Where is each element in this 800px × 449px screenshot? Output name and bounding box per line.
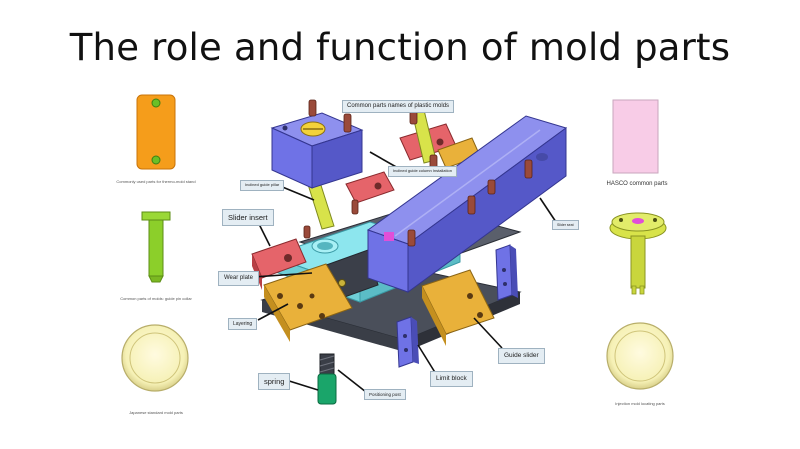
callout-slider-insert: Slider insert: [222, 209, 274, 226]
callout-right-small: Slider seat: [552, 220, 579, 231]
callout-inclined-guide-pillar: Inclined guide pillar: [240, 180, 285, 191]
callout-lines: [252, 151, 557, 393]
locating-ring-part-image: [609, 212, 667, 295]
guide-pillar-part-image: [141, 211, 171, 283]
caption-spring-part: Japanese standard mold parts: [129, 410, 183, 415]
page-title: The role and function of mold parts: [69, 26, 731, 69]
caption-guide-pillar-part: Common parts of molds: guide pin collar: [120, 296, 192, 301]
mold-assembly: [251, 99, 568, 405]
callout-inclined-guide-installation: Inclined guide column Installation: [388, 166, 457, 177]
caption-wear-plate-part: Commonly used parts for thermo-mold stan…: [116, 179, 196, 184]
callout-spring: spring: [258, 373, 291, 390]
caption-hasco: HASCO common parts: [606, 181, 668, 187]
callout-guide-slider: Guide slider: [498, 348, 545, 364]
callout-layering: Layering: [228, 318, 258, 330]
callout-wear-plate: Wear plate: [218, 271, 259, 287]
callout-limit-block: Limit block: [430, 371, 473, 387]
hasco-part-image: [612, 99, 659, 174]
spring-part-image: [121, 324, 189, 392]
callout-common-names: Common parts names of plastic molds: [342, 100, 455, 114]
caption-locating-ring: Injection mold locating parts: [615, 401, 665, 406]
cream-ring-part-image: [606, 322, 674, 390]
wear-plate-part-image: [136, 94, 176, 170]
callout-positioning-post: Positioning post: [364, 389, 406, 401]
